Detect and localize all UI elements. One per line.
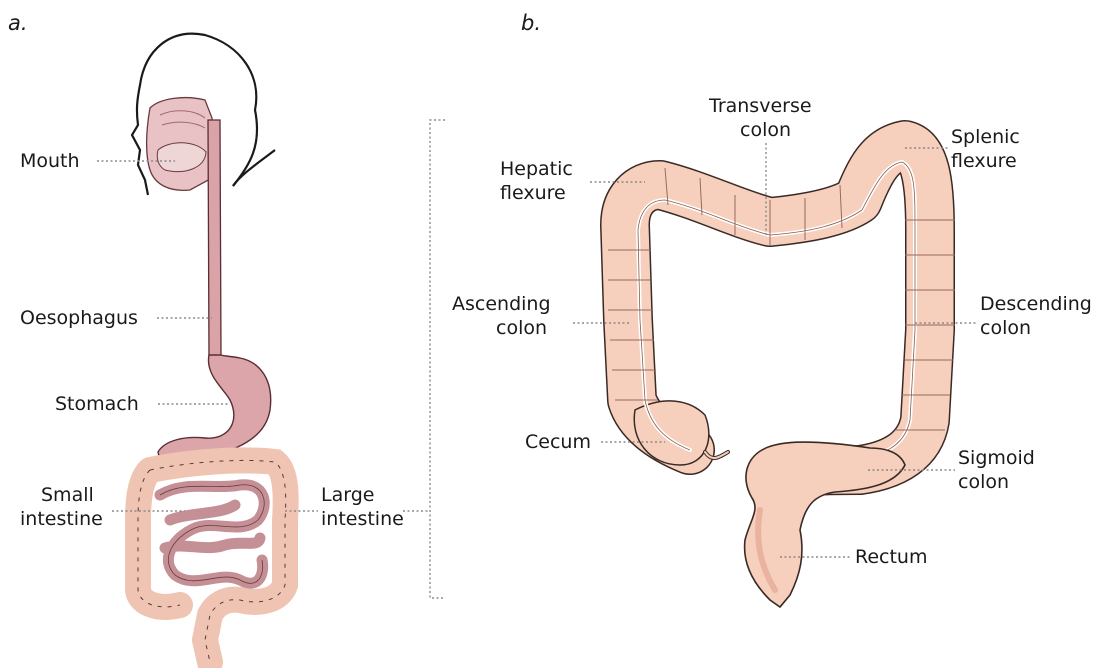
label-descending-colon-line1: Descending: [980, 293, 1092, 315]
label-splenic-flexure-line2: flexure: [951, 150, 1017, 172]
label-small-intestine-line1: Small: [41, 484, 94, 506]
digestive-system-illustration: [132, 34, 286, 662]
large-intestine-illustration: [608, 145, 955, 607]
label-mouth: Mouth: [20, 150, 80, 172]
small-intestine-coils: [160, 485, 264, 584]
label-ascending-colon-line2: colon: [496, 317, 547, 339]
panel-a-label: a.: [8, 11, 28, 35]
label-large-intestine-line2: intestine: [321, 508, 404, 530]
label-descending-colon-line2: colon: [980, 317, 1031, 339]
label-transverse-colon-line2: colon: [740, 119, 791, 141]
label-stomach: Stomach: [55, 393, 139, 415]
label-cecum: Cecum: [525, 431, 591, 453]
label-sigmoid-colon-line1: Sigmoid: [958, 447, 1035, 469]
label-sigmoid-colon-line2: colon: [958, 471, 1009, 493]
oesophagus-tube: [208, 120, 221, 360]
label-large-intestine-line1: Large: [321, 484, 374, 506]
label-small-intestine-line2: intestine: [20, 508, 103, 530]
panel-b-label: b.: [521, 11, 541, 35]
label-transverse-colon-line1: Transverse: [708, 95, 812, 117]
label-hepatic-flexure-line2: flexure: [500, 182, 566, 204]
cecum-pouch: [634, 401, 709, 465]
label-splenic-flexure-line1: Splenic: [951, 126, 1020, 148]
label-hepatic-flexure-line1: Hepatic: [500, 158, 573, 180]
panel-bracket: [403, 120, 445, 598]
neck-outline: [233, 150, 275, 186]
label-oesophagus: Oesophagus: [20, 307, 138, 329]
label-ascending-colon-line1: Ascending: [452, 293, 551, 315]
label-rectum: Rectum: [855, 546, 927, 568]
